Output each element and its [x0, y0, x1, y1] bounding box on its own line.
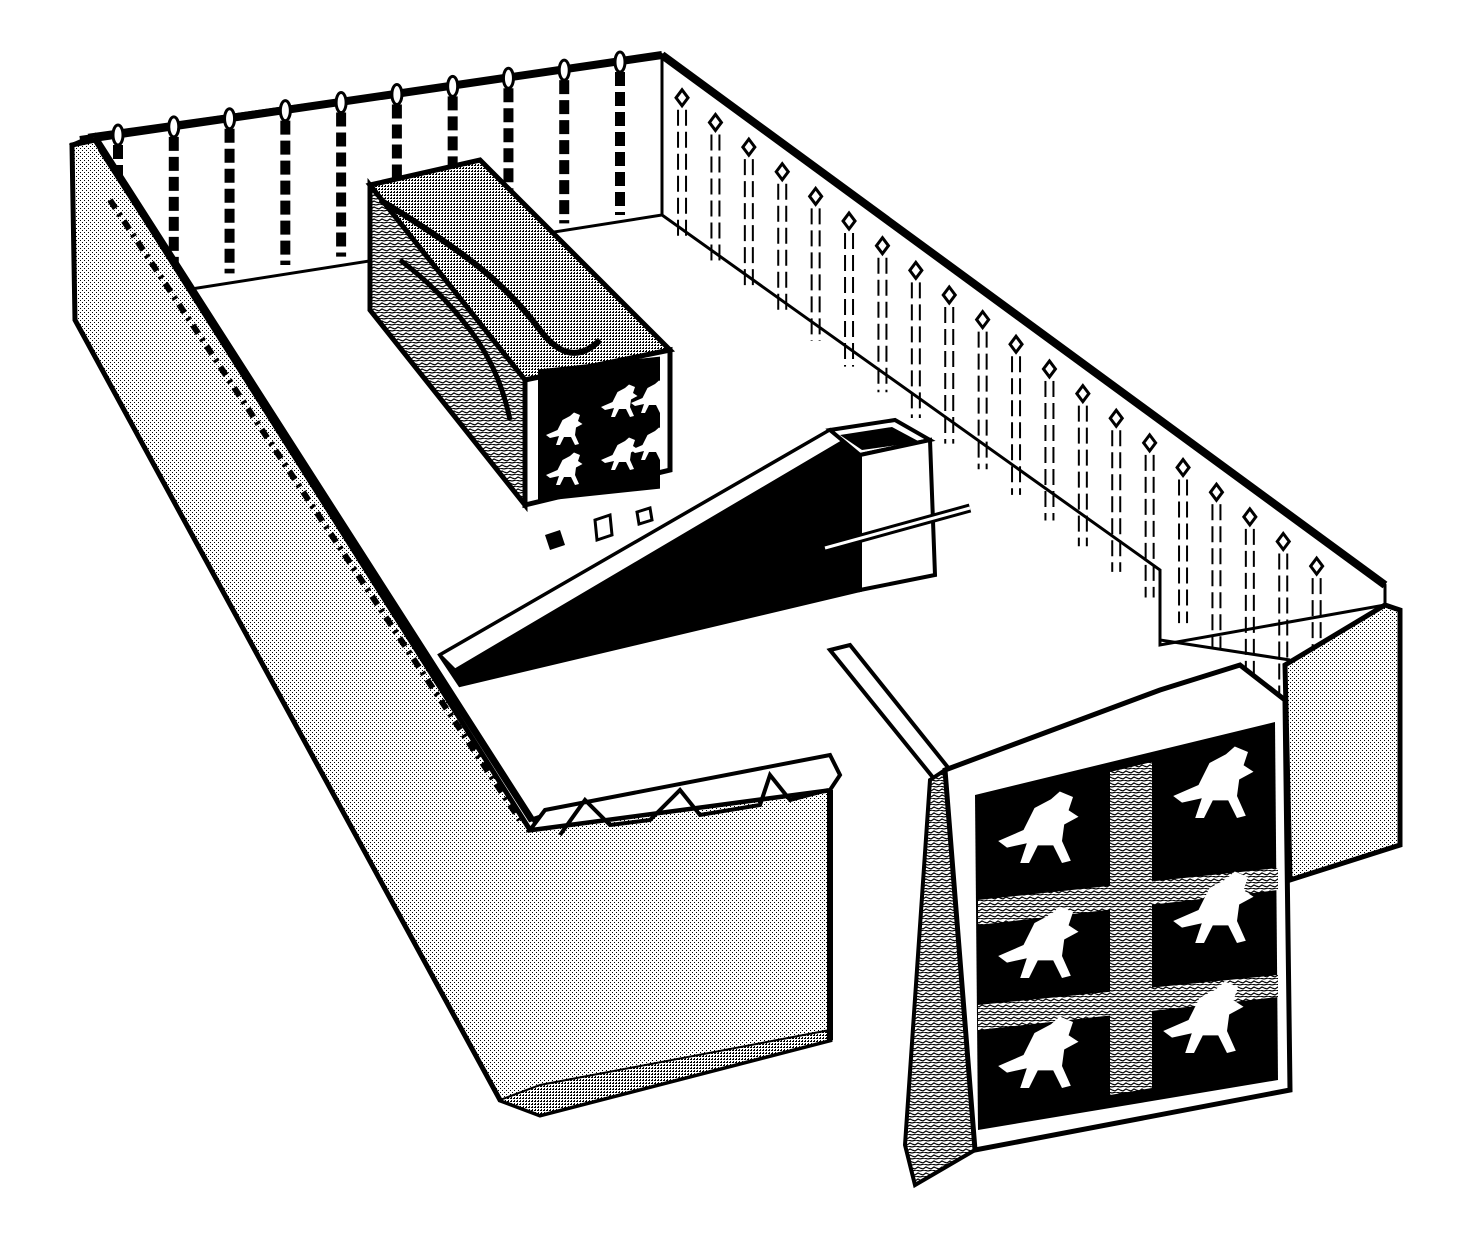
winged-creature	[546, 452, 583, 485]
winged-creature	[998, 906, 1079, 978]
fence-post	[841, 210, 857, 367]
fence-post	[1208, 481, 1225, 649]
fence-post	[707, 111, 724, 265]
fence-post	[223, 107, 237, 274]
winged-creature	[1173, 746, 1254, 818]
fence-post	[674, 87, 690, 239]
fence-post	[613, 50, 627, 215]
winged-creature	[1163, 981, 1244, 1053]
winged-creature	[546, 412, 583, 445]
front-wall-top	[525, 752, 843, 837]
fence-post	[974, 309, 991, 470]
decorated-chest	[365, 157, 676, 513]
winged-creature	[601, 384, 638, 417]
fence-post	[874, 235, 891, 393]
fence-post	[941, 284, 958, 444]
fence-post	[774, 161, 791, 316]
fence-post	[740, 136, 757, 290]
curtain-creatures	[998, 746, 1254, 1088]
fence-post	[1074, 383, 1091, 547]
back-right-fence	[659, 51, 1388, 726]
fence-post	[1175, 457, 1191, 624]
winged-creature	[631, 380, 668, 413]
chest-panel-creatures	[546, 380, 668, 485]
altar-with-ramp	[437, 417, 972, 688]
winged-creature	[998, 1016, 1079, 1088]
fence-post	[1108, 407, 1125, 572]
fence-post	[807, 185, 824, 341]
floor-items	[545, 506, 654, 550]
fence-post	[1008, 333, 1024, 495]
winged-creature	[1173, 871, 1254, 943]
fence-post	[1141, 432, 1158, 598]
fence-post	[557, 58, 571, 224]
fence-post	[501, 66, 515, 232]
winged-creature	[601, 437, 638, 470]
winged-creature	[631, 427, 668, 460]
fence-post	[334, 91, 348, 257]
winged-creature	[998, 791, 1079, 863]
fence-post	[1241, 506, 1258, 675]
fence-post	[907, 259, 924, 418]
entrance-curtain	[826, 642, 1293, 1189]
fence-post	[1041, 358, 1058, 521]
fence-post	[278, 99, 292, 265]
